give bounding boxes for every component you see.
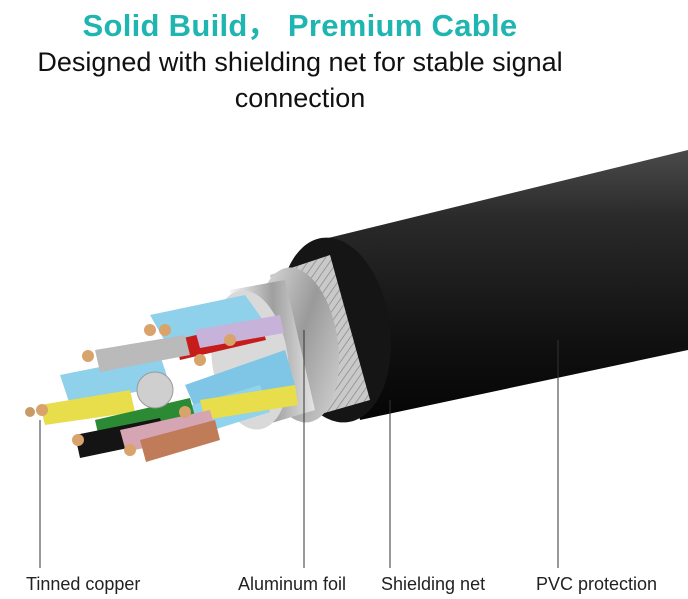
subtitle: Designed with shielding net for stable s… — [0, 44, 600, 116]
label-pvc-protection: PVC protection — [536, 574, 658, 594]
subtitle-line-1: Designed with shielding net for stable s… — [37, 47, 563, 77]
label-shielding-net: Shielding net — [381, 574, 486, 594]
subtitle-line-2: connection — [234, 83, 366, 113]
inner-wires — [25, 295, 298, 462]
label-aluminum-foil: Aluminum foil — [238, 574, 347, 594]
label-tinned-copper: Tinned copper — [26, 574, 141, 594]
headline: Solid Build， Premium Cable — [82, 8, 518, 43]
leader-lines — [39, 330, 559, 568]
